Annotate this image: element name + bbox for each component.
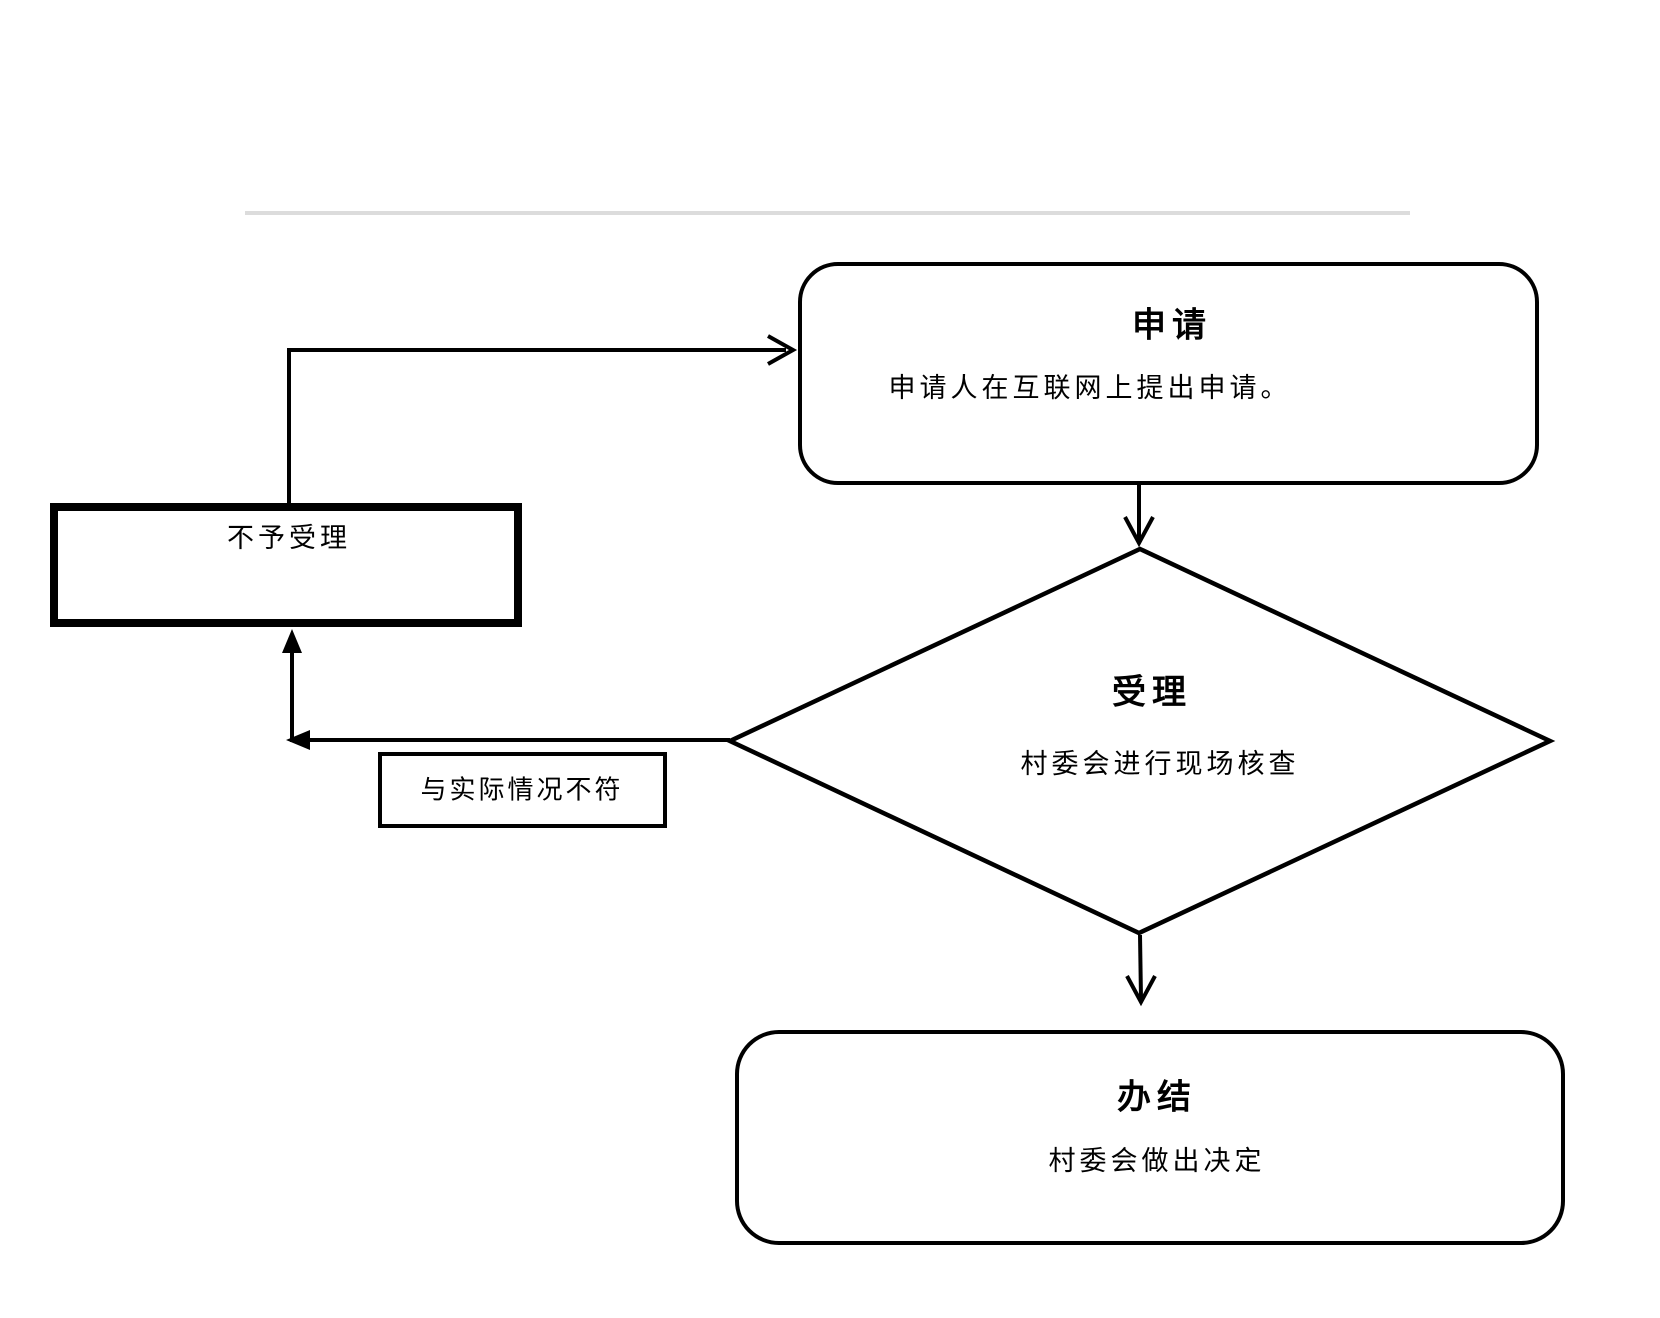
arrowhead-into-accept-icon bbox=[1123, 516, 1155, 548]
arrowhead-into-complete-icon bbox=[1125, 975, 1157, 1007]
reject-node-label: 不予受理 bbox=[227, 523, 351, 553]
condition-label-box bbox=[378, 752, 667, 828]
reject-node-box bbox=[50, 503, 522, 627]
top-divider-line bbox=[245, 211, 1410, 215]
complete-node-box bbox=[735, 1030, 1565, 1245]
arrowhead-into-apply-icon bbox=[767, 334, 798, 366]
connector-reject-to-apply bbox=[287, 348, 786, 505]
condition-label-text: 与实际情况不符 bbox=[420, 776, 623, 805]
complete-node-title: 办结 bbox=[1117, 1079, 1197, 1117]
complete-node-desc: 村委会做出决定 bbox=[1049, 1146, 1266, 1176]
arrowhead-up-icon bbox=[282, 629, 302, 653]
apply-node-desc: 申请人在互联网上提出申请。 bbox=[889, 373, 1292, 403]
accept-node-title: 受理 bbox=[1112, 674, 1192, 712]
connector-accept-to-complete bbox=[1138, 934, 1143, 1000]
accept-decision-diamond bbox=[724, 546, 1556, 936]
apply-node-box bbox=[798, 262, 1539, 485]
accept-node-desc: 村委会进行现场核查 bbox=[1021, 749, 1300, 779]
apply-node-title: 申请 bbox=[1132, 307, 1212, 345]
arrowhead-left-icon bbox=[286, 730, 310, 750]
